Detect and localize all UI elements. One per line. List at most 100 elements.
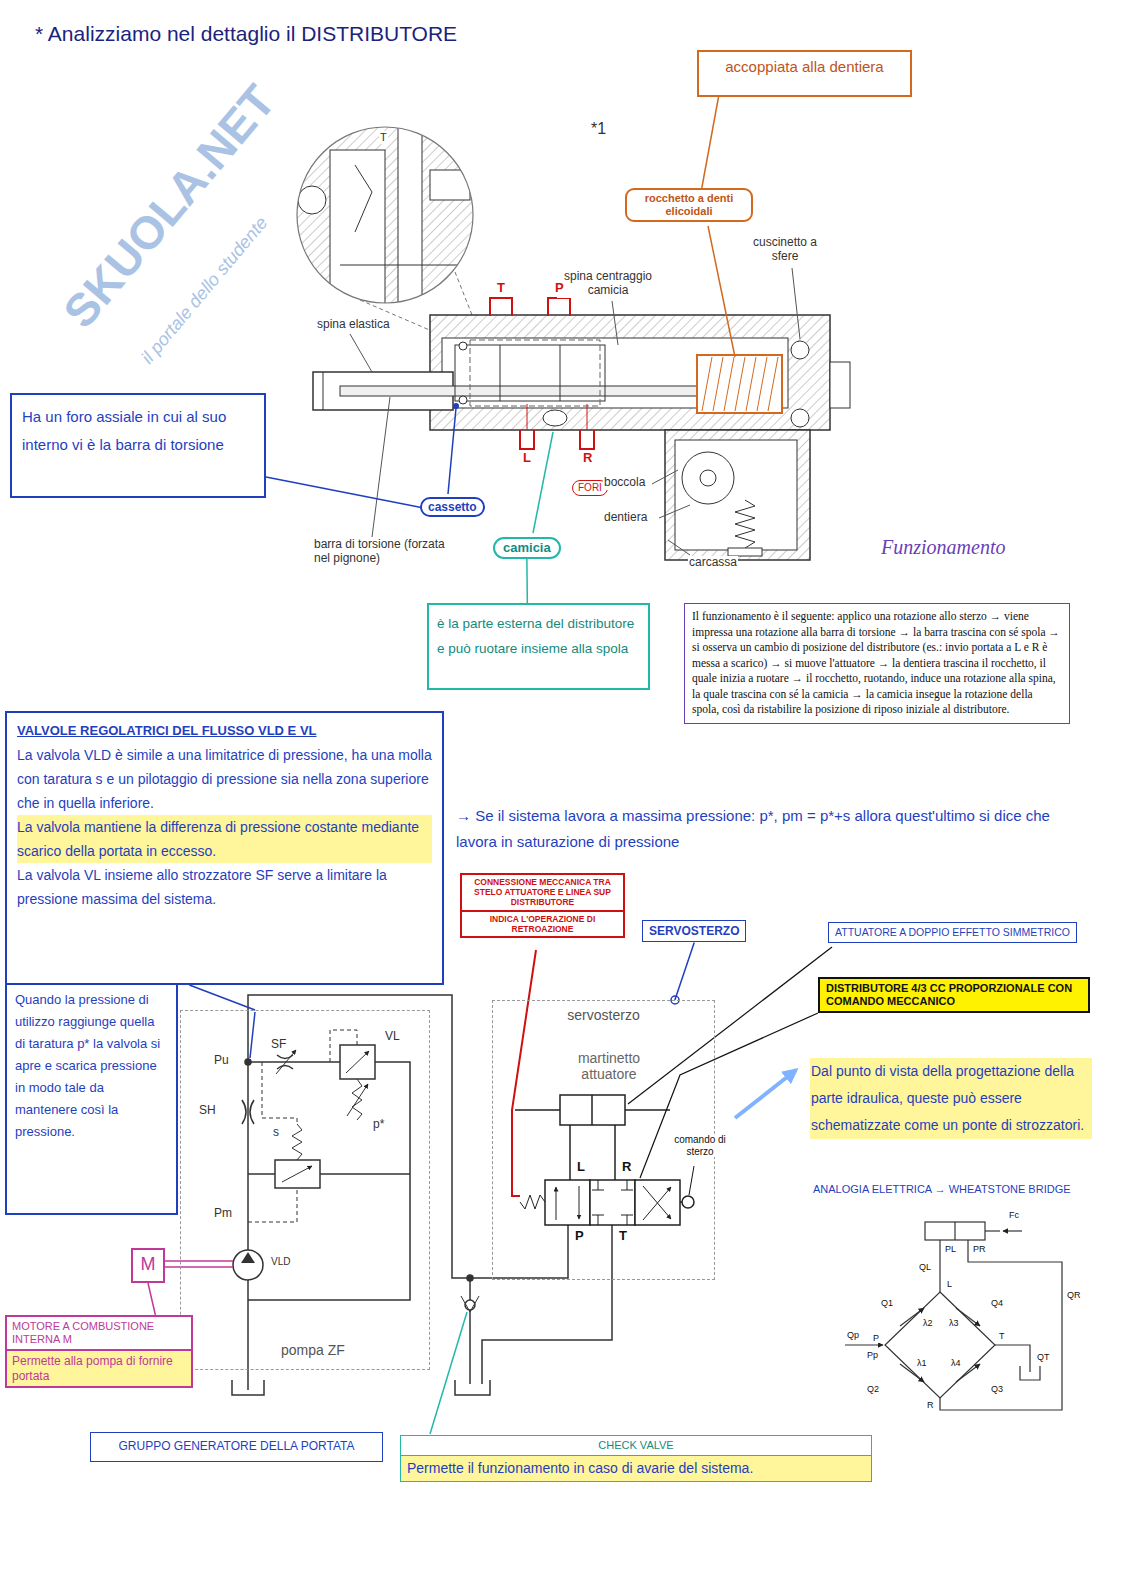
- leader-line: [652, 470, 678, 484]
- wheatstone-bridge: [985, 1230, 1000, 1231]
- bridge-label: λ2: [922, 1318, 934, 1328]
- valve-section: [728, 548, 762, 556]
- note-box: CONNESSIONE MECCANICA TRA STELO ATTUATOR…: [460, 873, 625, 938]
- valve-section: [490, 298, 512, 316]
- box-text: servosterzo: [493, 1007, 714, 1024]
- valve-section: [313, 298, 850, 560]
- callout-box: SERVOSTERZO: [642, 920, 746, 942]
- box-text: M: [133, 1254, 163, 1276]
- leader-line: [453, 403, 459, 409]
- port-label: L: [522, 451, 532, 466]
- bridge-label: PR: [972, 1244, 987, 1254]
- wheatstone-bridge: [845, 1344, 883, 1345]
- part-label: barra di torsione (forzata nel pignone): [313, 538, 465, 566]
- wheatstone-bridge: [954, 1222, 955, 1240]
- leader-line: [533, 432, 553, 533]
- component-label: VL: [384, 1030, 401, 1044]
- wheatstone-bridge: [925, 1222, 985, 1240]
- box-text: Permette il funzionamento in caso di ava…: [401, 1456, 871, 1481]
- pump-circuit: [482, 1225, 612, 1384]
- valve-section: [713, 357, 723, 411]
- servo-circuit: [520, 1195, 545, 1209]
- servo-circuit: [682, 1196, 694, 1208]
- box-text: rocchetto a denti elicoidali: [631, 192, 747, 218]
- note-box: è la parte esterna del distributore e pu…: [427, 603, 650, 690]
- bridge-label: QT: [1036, 1352, 1051, 1362]
- valve-section: [757, 357, 767, 411]
- pump-circuit: [320, 1173, 410, 1175]
- bridge-label: Fc: [1008, 1210, 1020, 1220]
- callout-box: accoppiata alla dentiera: [697, 50, 912, 97]
- wheatstone-bridge: [940, 1240, 1062, 1410]
- text-panel: Il funzionamento è il seguente: applico …: [684, 603, 1070, 724]
- box-text: FORI: [578, 482, 602, 494]
- valve-section: [735, 500, 755, 548]
- leader-line: [628, 947, 832, 1104]
- signal-label: p*: [372, 1118, 385, 1132]
- box-text: La valvola mantiene la differenza di pre…: [17, 815, 432, 863]
- leader-line: [350, 226, 800, 555]
- servo-circuit: [560, 1095, 625, 1125]
- valve-section: [791, 409, 809, 427]
- note-text: Dal punto di vista della progettazione d…: [810, 1058, 1092, 1139]
- section-heading: Funzionamento: [880, 536, 1006, 559]
- bridge-label: Q3: [990, 1384, 1004, 1394]
- note-text: → Se il sistema lavora a massima pressio…: [455, 803, 1087, 855]
- leader-line: [189, 985, 255, 1010]
- note-box: MOTORE A COMBUSTIONE INTERNA MPermette a…: [5, 1315, 193, 1388]
- valve-section: [470, 340, 600, 406]
- leader-line: [689, 1166, 694, 1195]
- component-label: martinetto attuatore: [563, 1050, 655, 1082]
- pump-circuit: [165, 995, 612, 1395]
- valve-section: [459, 342, 467, 350]
- valve-section: [543, 410, 567, 426]
- port-label: P: [554, 281, 565, 296]
- bridge-label: λ4: [950, 1358, 962, 1368]
- valve-section: [768, 357, 778, 411]
- pump-circuit: [247, 1280, 249, 1390]
- wheatstone-bridge: [956, 1308, 980, 1326]
- servo-circuit: [556, 1187, 557, 1220]
- leader-line: [512, 950, 536, 1196]
- pump-circuit: [276, 1050, 296, 1074]
- bridge-label: QR: [1066, 1290, 1082, 1300]
- note-box: CHECK VALVEPermette il funzionamento in …: [400, 1435, 872, 1482]
- box-text: CONNESSIONE MECCANICA TRA STELO ATTUATOR…: [462, 875, 623, 910]
- box-text: Il funzionamento è il seguente: applico …: [692, 609, 1062, 718]
- signal-label: Pu: [213, 1054, 230, 1068]
- port-label: P: [574, 1229, 585, 1244]
- part-label: boccola: [603, 476, 646, 490]
- pump-circuit: [165, 1260, 233, 1262]
- leader-line: [702, 97, 719, 188]
- valve-section: [724, 357, 734, 411]
- callout-box: DISTRIBUTORE 4/3 CC PROPORZIONALE CON CO…: [818, 977, 1090, 1013]
- servo-circuit: [545, 1180, 590, 1225]
- pump-circuit: [262, 1062, 297, 1124]
- valve-section: [459, 396, 467, 404]
- leader-line: [526, 559, 528, 603]
- pump-circuit: [248, 995, 568, 1278]
- leader-line: [266, 477, 420, 507]
- leader-line: [792, 268, 800, 339]
- valve-section: [700, 470, 716, 486]
- wheatstone-bridge: [845, 1222, 1062, 1410]
- servo-circuit: [590, 1180, 635, 1225]
- valve-section: [580, 430, 594, 449]
- valve-section: [830, 362, 850, 408]
- part-tag: rocchetto a denti elicoidali: [625, 188, 753, 222]
- detail-zoom: [398, 127, 422, 307]
- bridge-label: L: [946, 1279, 953, 1289]
- leader-line: [350, 334, 372, 372]
- bridge-label: P: [872, 1333, 880, 1343]
- detail-zoom: [355, 165, 372, 232]
- part-label: carcassa: [688, 556, 738, 570]
- servo-circuit: [591, 1095, 593, 1125]
- box-text: MOTORE A COMBUSTIONE INTERNA M: [7, 1317, 191, 1351]
- valve-section: [323, 372, 324, 410]
- wheatstone-bridge: [1003, 1230, 1022, 1231]
- leader-line: [250, 1012, 255, 1058]
- callout-box: GRUPPO GENERATORE DELLA PORTATA: [90, 1432, 383, 1462]
- port-label: L: [576, 1160, 586, 1175]
- valve-section: [340, 386, 700, 396]
